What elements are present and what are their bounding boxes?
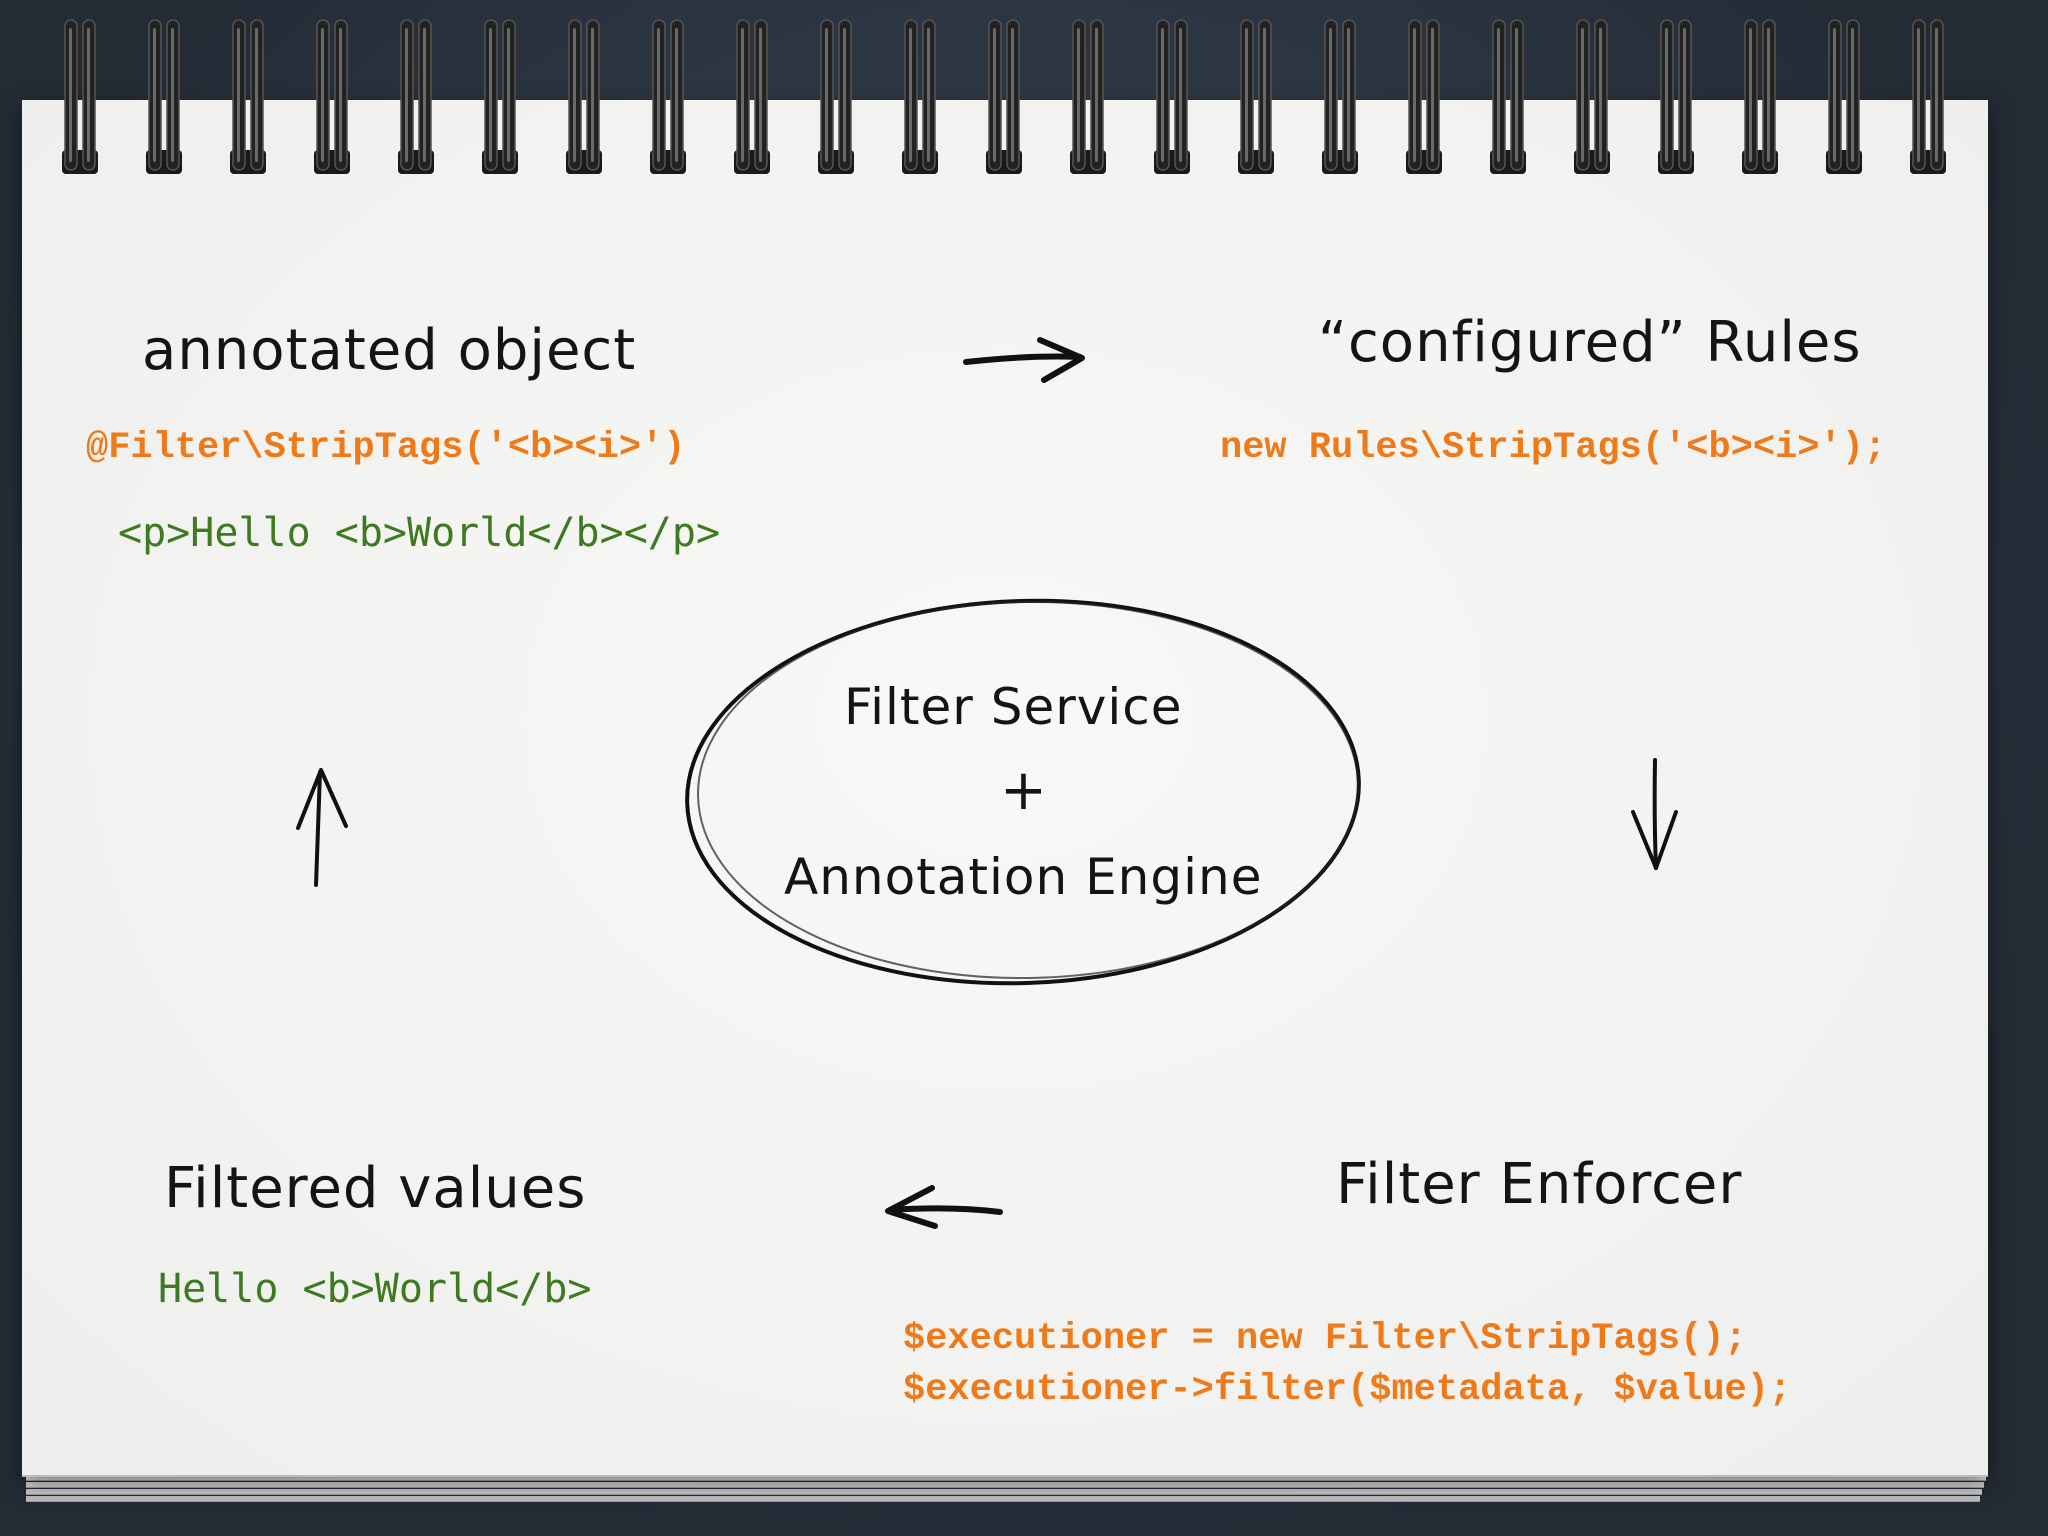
annotated-object-title: annotated object	[142, 318, 637, 383]
paper-stack-layer	[26, 1475, 1986, 1481]
annotated-object-code: @Filter\StripTags('<b><i>')	[86, 427, 686, 469]
binding-ring	[1574, 19, 1610, 174]
binding-ring	[1490, 19, 1526, 174]
center-line-filter-service: Filter Service	[844, 678, 1183, 736]
center-plus: +	[1000, 758, 1048, 823]
binding-ring	[62, 19, 98, 174]
filtered-values-sample: Hello <b>World</b>	[158, 1266, 592, 1312]
binding-ring	[1238, 19, 1274, 174]
binding-ring	[1910, 19, 1946, 174]
spiral-binding	[62, 19, 1946, 174]
filter-enforcer-code-line-1: $executioner = new Filter\StripTags();	[903, 1318, 1747, 1360]
binding-ring	[398, 19, 434, 174]
notebook-page	[22, 100, 1988, 1475]
binding-ring	[482, 19, 518, 174]
binding-ring	[314, 19, 350, 174]
binding-ring	[146, 19, 182, 174]
binding-ring	[1154, 19, 1190, 174]
binding-ring	[734, 19, 770, 174]
paper-stack-layer	[26, 1482, 1984, 1488]
annotated-object-sample: <p>Hello <b>World</b></p>	[118, 510, 721, 556]
arrow-right-icon	[963, 337, 1085, 383]
arrow-down-icon	[1631, 758, 1678, 870]
binding-ring	[1658, 19, 1694, 174]
center-ellipse-sketch	[697, 600, 1359, 980]
binding-ring	[566, 19, 602, 174]
configured-rules-code: new Rules\StripTags('<b><i>');	[1220, 427, 1887, 469]
filter-enforcer-title: Filter Enforcer	[1336, 1152, 1743, 1217]
binding-ring	[1826, 19, 1862, 174]
configured-rules-title: “configured” Rules	[1318, 310, 1862, 375]
binding-ring	[986, 19, 1022, 174]
binding-ring	[1070, 19, 1106, 174]
binding-ring	[1742, 19, 1778, 174]
filtered-values-title: Filtered values	[164, 1156, 587, 1221]
binding-ring	[902, 19, 938, 174]
binding-ring	[1322, 19, 1358, 174]
filter-enforcer-code-line-2: $executioner->filter($metadata, $value);	[903, 1369, 1792, 1411]
paper-stack-layer	[26, 1489, 1982, 1495]
center-line-annotation-engine: Annotation Engine	[784, 848, 1263, 906]
arrow-up-icon	[296, 768, 348, 887]
arrow-left-icon	[885, 1185, 1003, 1229]
paper-stack-layer	[26, 1496, 1980, 1502]
binding-ring	[818, 19, 854, 174]
binding-ring	[230, 19, 266, 174]
binding-ring	[650, 19, 686, 174]
binding-ring	[1406, 19, 1442, 174]
